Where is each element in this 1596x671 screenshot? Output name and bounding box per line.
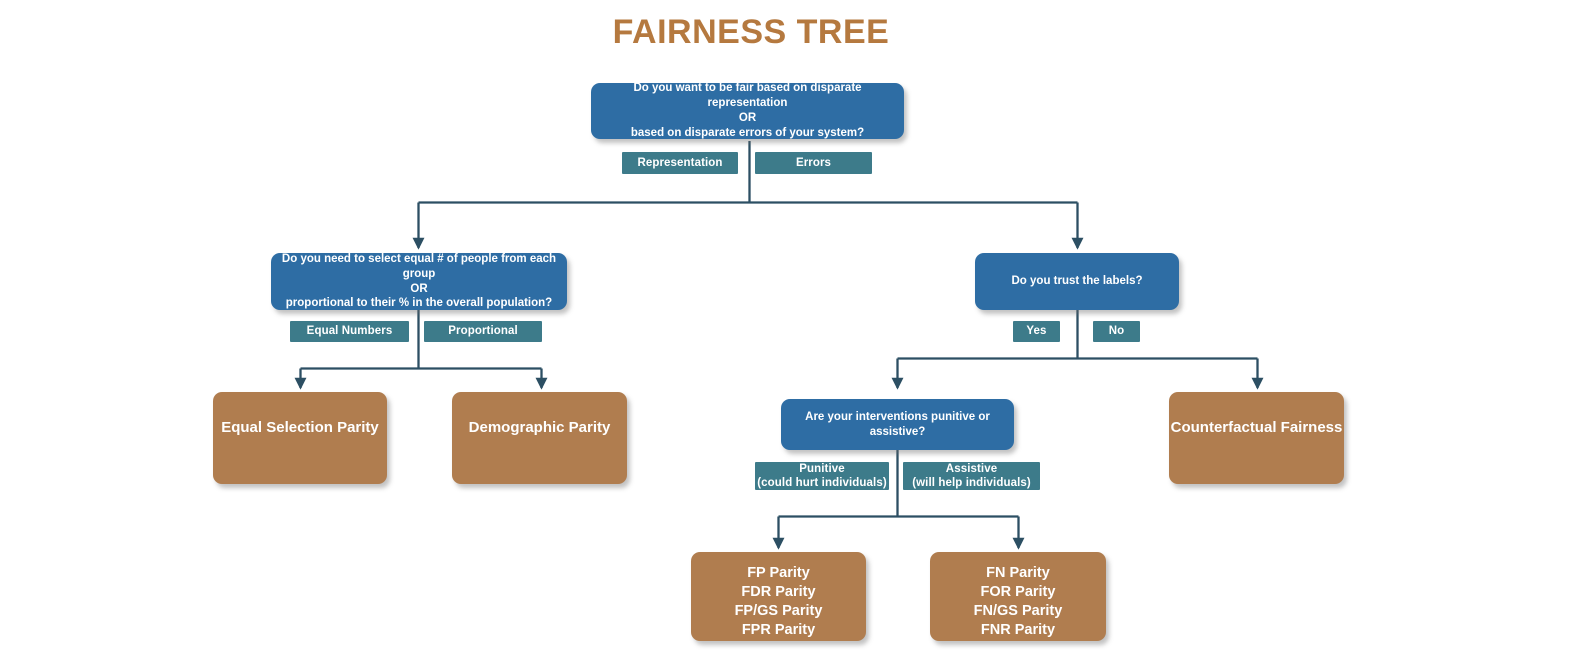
representation-line-3: proportional to their % in the overall p… [285,297,553,310]
fn-group-line-3: FN/GS Parity [973,603,1063,620]
decision-node-root[interactable]: Do you want to be fair based on disparat… [591,82,904,139]
edge-label-errors[interactable]: Errors [755,152,872,174]
decision-node-trust-labels[interactable]: Do you trust the labels? [975,253,1179,310]
edge-label-representation[interactable]: Representation [622,152,738,174]
fp-group-line-4: FPR Parity [741,622,816,639]
edge-label-proportional[interactable]: Proportional [424,321,542,342]
root-line-2: OR [738,112,757,124]
fn-group-line-4: FNR Parity [980,622,1056,639]
trust-labels-text: Do you trust the labels? [1011,275,1143,288]
fp-group-line-3: FP/GS Parity [734,603,823,620]
interventions-text: Are your interventions punitive or assis… [805,410,990,438]
edge-label-assistive-line-2: (will help individuals) [912,477,1031,489]
leaf-node-counterfactual-fairness[interactable]: Counterfactual Fairness [1169,392,1344,484]
demographic-parity-text: Demographic Parity [468,419,611,436]
representation-line-1: Do you need to select equal # of people … [281,252,557,280]
edge-label-no[interactable]: No [1093,321,1140,342]
fn-group-line-1: FN Parity [986,565,1050,581]
root-line-1: Do you want to be fair based on disparat… [633,82,862,110]
leaf-node-equal-selection-parity[interactable]: Equal Selection Parity [213,392,387,484]
decision-node-interventions[interactable]: Are your interventions punitive or assis… [781,399,1014,450]
counterfactual-fairness-text: Counterfactual Fairness [1170,419,1343,436]
fp-group-line-1: FP Parity [747,565,810,581]
leaf-node-demographic-parity[interactable]: Demographic Parity [452,392,627,484]
fp-group-line-2: FDR Parity [741,584,816,601]
fn-group-line-2: FOR Parity [980,584,1056,601]
leaf-node-fp-group[interactable]: FP Parity FDR Parity FP/GS Parity FPR Pa… [691,552,866,641]
page-title: FAIRNESS TREE [612,13,890,51]
edge-label-equal-numbers[interactable]: Equal Numbers [290,321,409,342]
edge-label-assistive-line-1: Assistive [945,462,998,475]
equal-selection-parity-text: Equal Selection Parity [221,419,379,436]
edge-label-yes[interactable]: Yes [1013,321,1060,342]
representation-line-2: OR [410,282,428,295]
edge-label-punitive[interactable]: Punitive (could hurt individuals) [755,462,889,490]
edge-label-punitive-line-1: Punitive [799,462,845,475]
leaf-node-fn-group[interactable]: FN Parity FOR Parity FN/GS Parity FNR Pa… [930,552,1106,641]
decision-node-representation[interactable]: Do you need to select equal # of people … [271,253,567,310]
edge-label-punitive-line-2: (could hurt individuals) [757,477,887,489]
root-line-3: based on disparate errors of your system… [630,126,865,139]
edge-label-assistive[interactable]: Assistive (will help individuals) [903,462,1040,490]
